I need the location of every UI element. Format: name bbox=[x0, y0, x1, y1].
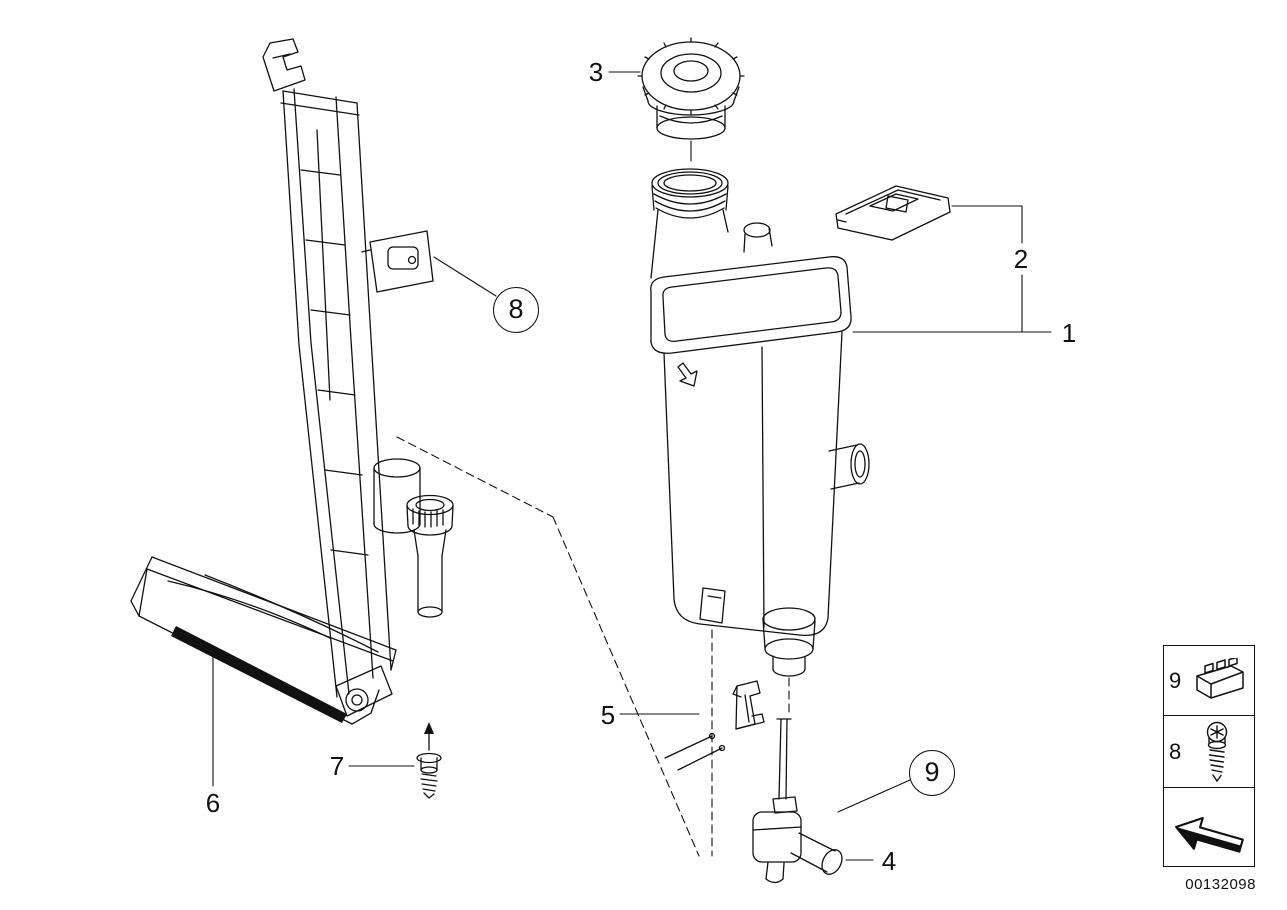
legend-panel: 9 8 bbox=[1163, 645, 1255, 867]
direction-arrow-icon bbox=[1175, 816, 1244, 853]
legend-screw-label: 8 bbox=[1169, 738, 1182, 764]
part-number: 00132098 bbox=[1185, 876, 1256, 893]
clip-drawing bbox=[664, 680, 765, 771]
screw-icon bbox=[1206, 721, 1228, 782]
bleed-screw-drawing bbox=[416, 722, 442, 799]
callout-1[interactable]: 1 bbox=[1061, 318, 1077, 348]
callout-6[interactable]: 6 bbox=[205, 788, 221, 818]
legend-row-connector[interactable]: 9 bbox=[1163, 645, 1255, 716]
callout-5[interactable]: 5 bbox=[600, 700, 616, 730]
level-sensor-drawing bbox=[752, 718, 843, 884]
callout-8-circle[interactable]: 8 bbox=[493, 287, 539, 333]
cap-drawing bbox=[637, 37, 745, 140]
legend-row-arrow[interactable] bbox=[1163, 787, 1255, 867]
legend-connector-label: 9 bbox=[1169, 667, 1182, 693]
legend-row-screw[interactable]: 8 bbox=[1163, 714, 1255, 789]
radiator-carrier-drawing bbox=[130, 38, 454, 725]
callout-2[interactable]: 2 bbox=[1013, 244, 1029, 274]
leader-lines bbox=[212, 71, 1052, 861]
connector-icon bbox=[1196, 657, 1244, 699]
callout-3[interactable]: 3 bbox=[588, 57, 604, 87]
mounting-bracket-drawing bbox=[361, 230, 434, 293]
retaining-bracket-drawing bbox=[835, 185, 951, 241]
expansion-tank-drawing bbox=[650, 168, 870, 677]
alignment-dashed-lines bbox=[396, 436, 790, 857]
callout-4[interactable]: 4 bbox=[881, 846, 897, 876]
callout-7[interactable]: 7 bbox=[329, 751, 345, 781]
callout-9-circle[interactable]: 9 bbox=[909, 750, 955, 796]
